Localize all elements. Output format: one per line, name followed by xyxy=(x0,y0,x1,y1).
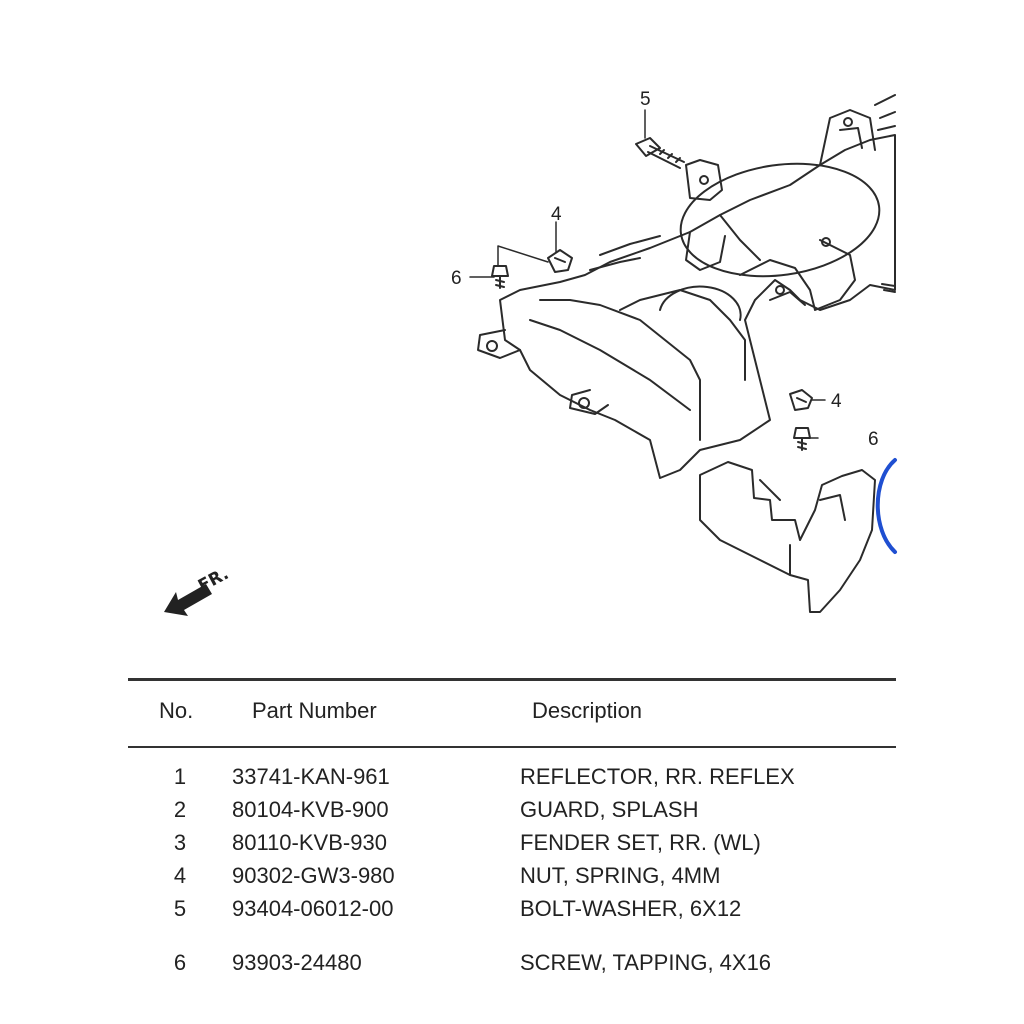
tapping-screw xyxy=(491,265,509,289)
fender-opening xyxy=(679,162,881,278)
splash-guard-detail xyxy=(759,479,846,576)
callout-6-lower: 6 xyxy=(868,429,879,450)
table-row: 2 80104-KVB-900 GUARD, SPLASH xyxy=(128,797,896,827)
table-row: 5 93404-06012-00 BOLT-WASHER, 6X12 xyxy=(128,896,896,926)
splash-guard xyxy=(699,461,876,613)
bracket-hole xyxy=(843,117,853,127)
header-part-number: Part Number xyxy=(252,698,377,723)
front-arrow-icon: FR. xyxy=(164,564,232,616)
tapping-screw xyxy=(793,427,811,451)
bolt-tab xyxy=(685,159,723,201)
row-no: 1 xyxy=(173,764,187,789)
mount-hole xyxy=(578,397,590,409)
row-part-number: 80104-KVB-900 xyxy=(232,797,389,822)
header-description: Description xyxy=(532,698,643,723)
row-description: BOLT-WASHER, 6X12 xyxy=(520,896,742,921)
callout-4-upper: 4 xyxy=(551,204,562,225)
row-no: 5 xyxy=(173,896,187,921)
tapping-screw xyxy=(881,283,896,293)
callout-5: 5 xyxy=(640,89,651,110)
row-description: SCREW, TAPPING, 4X16 xyxy=(520,950,772,975)
callout-6-upper: 6 xyxy=(451,268,462,289)
rear-fender-body xyxy=(499,134,896,479)
table-row: 3 80110-KVB-930 FENDER SET, RR. (WL) xyxy=(128,830,896,860)
row-no: 3 xyxy=(173,830,187,855)
row-part-number: 93404-06012-00 xyxy=(232,896,394,921)
row-part-number: 80110-KVB-930 xyxy=(232,830,387,855)
bracket-hole xyxy=(821,237,831,247)
callout-4-lower: 4 xyxy=(831,391,842,412)
row-no: 2 xyxy=(173,797,187,822)
fender-inner-structure xyxy=(529,214,761,441)
leader-lines xyxy=(469,109,826,439)
table-top-rule xyxy=(128,678,896,681)
row-description: FENDER SET, RR. (WL) xyxy=(520,830,761,855)
spring-nut xyxy=(547,249,573,273)
highlight-arc xyxy=(875,458,897,554)
table-row: 4 90302-GW3-980 NUT, SPRING, 4MM xyxy=(128,863,896,893)
parts-diagram: 5 4 6 4 6 FR. xyxy=(164,89,897,616)
header-no: No. xyxy=(159,698,194,723)
table-row: 6 93903-24480 SCREW, TAPPING, 4X16 xyxy=(128,950,896,980)
front-mount-tab xyxy=(477,329,521,359)
row-description: NUT, SPRING, 4MM xyxy=(520,863,721,888)
upper-rear-bracket xyxy=(819,94,896,166)
row-part-number: 33741-KAN-961 xyxy=(232,764,390,789)
right-side-bracket xyxy=(739,239,856,311)
lower-mount-tab xyxy=(569,389,609,415)
bolt-washer xyxy=(635,137,685,169)
bolt-tab-hole xyxy=(699,175,709,185)
row-no: 4 xyxy=(173,863,187,888)
spring-nut xyxy=(789,389,813,411)
row-description: GUARD, SPLASH xyxy=(520,797,699,822)
row-part-number: 93903-24480 xyxy=(232,950,362,975)
bracket-hole xyxy=(775,285,785,295)
row-no: 6 xyxy=(173,950,187,975)
table-row: 1 33741-KAN-961 REFLECTOR, RR. REFLEX xyxy=(128,764,896,794)
table-header-rule xyxy=(128,746,896,748)
mount-hole xyxy=(486,340,498,352)
row-part-number: 90302-GW3-980 xyxy=(232,863,395,888)
row-description: REFLECTOR, RR. REFLEX xyxy=(520,764,795,789)
